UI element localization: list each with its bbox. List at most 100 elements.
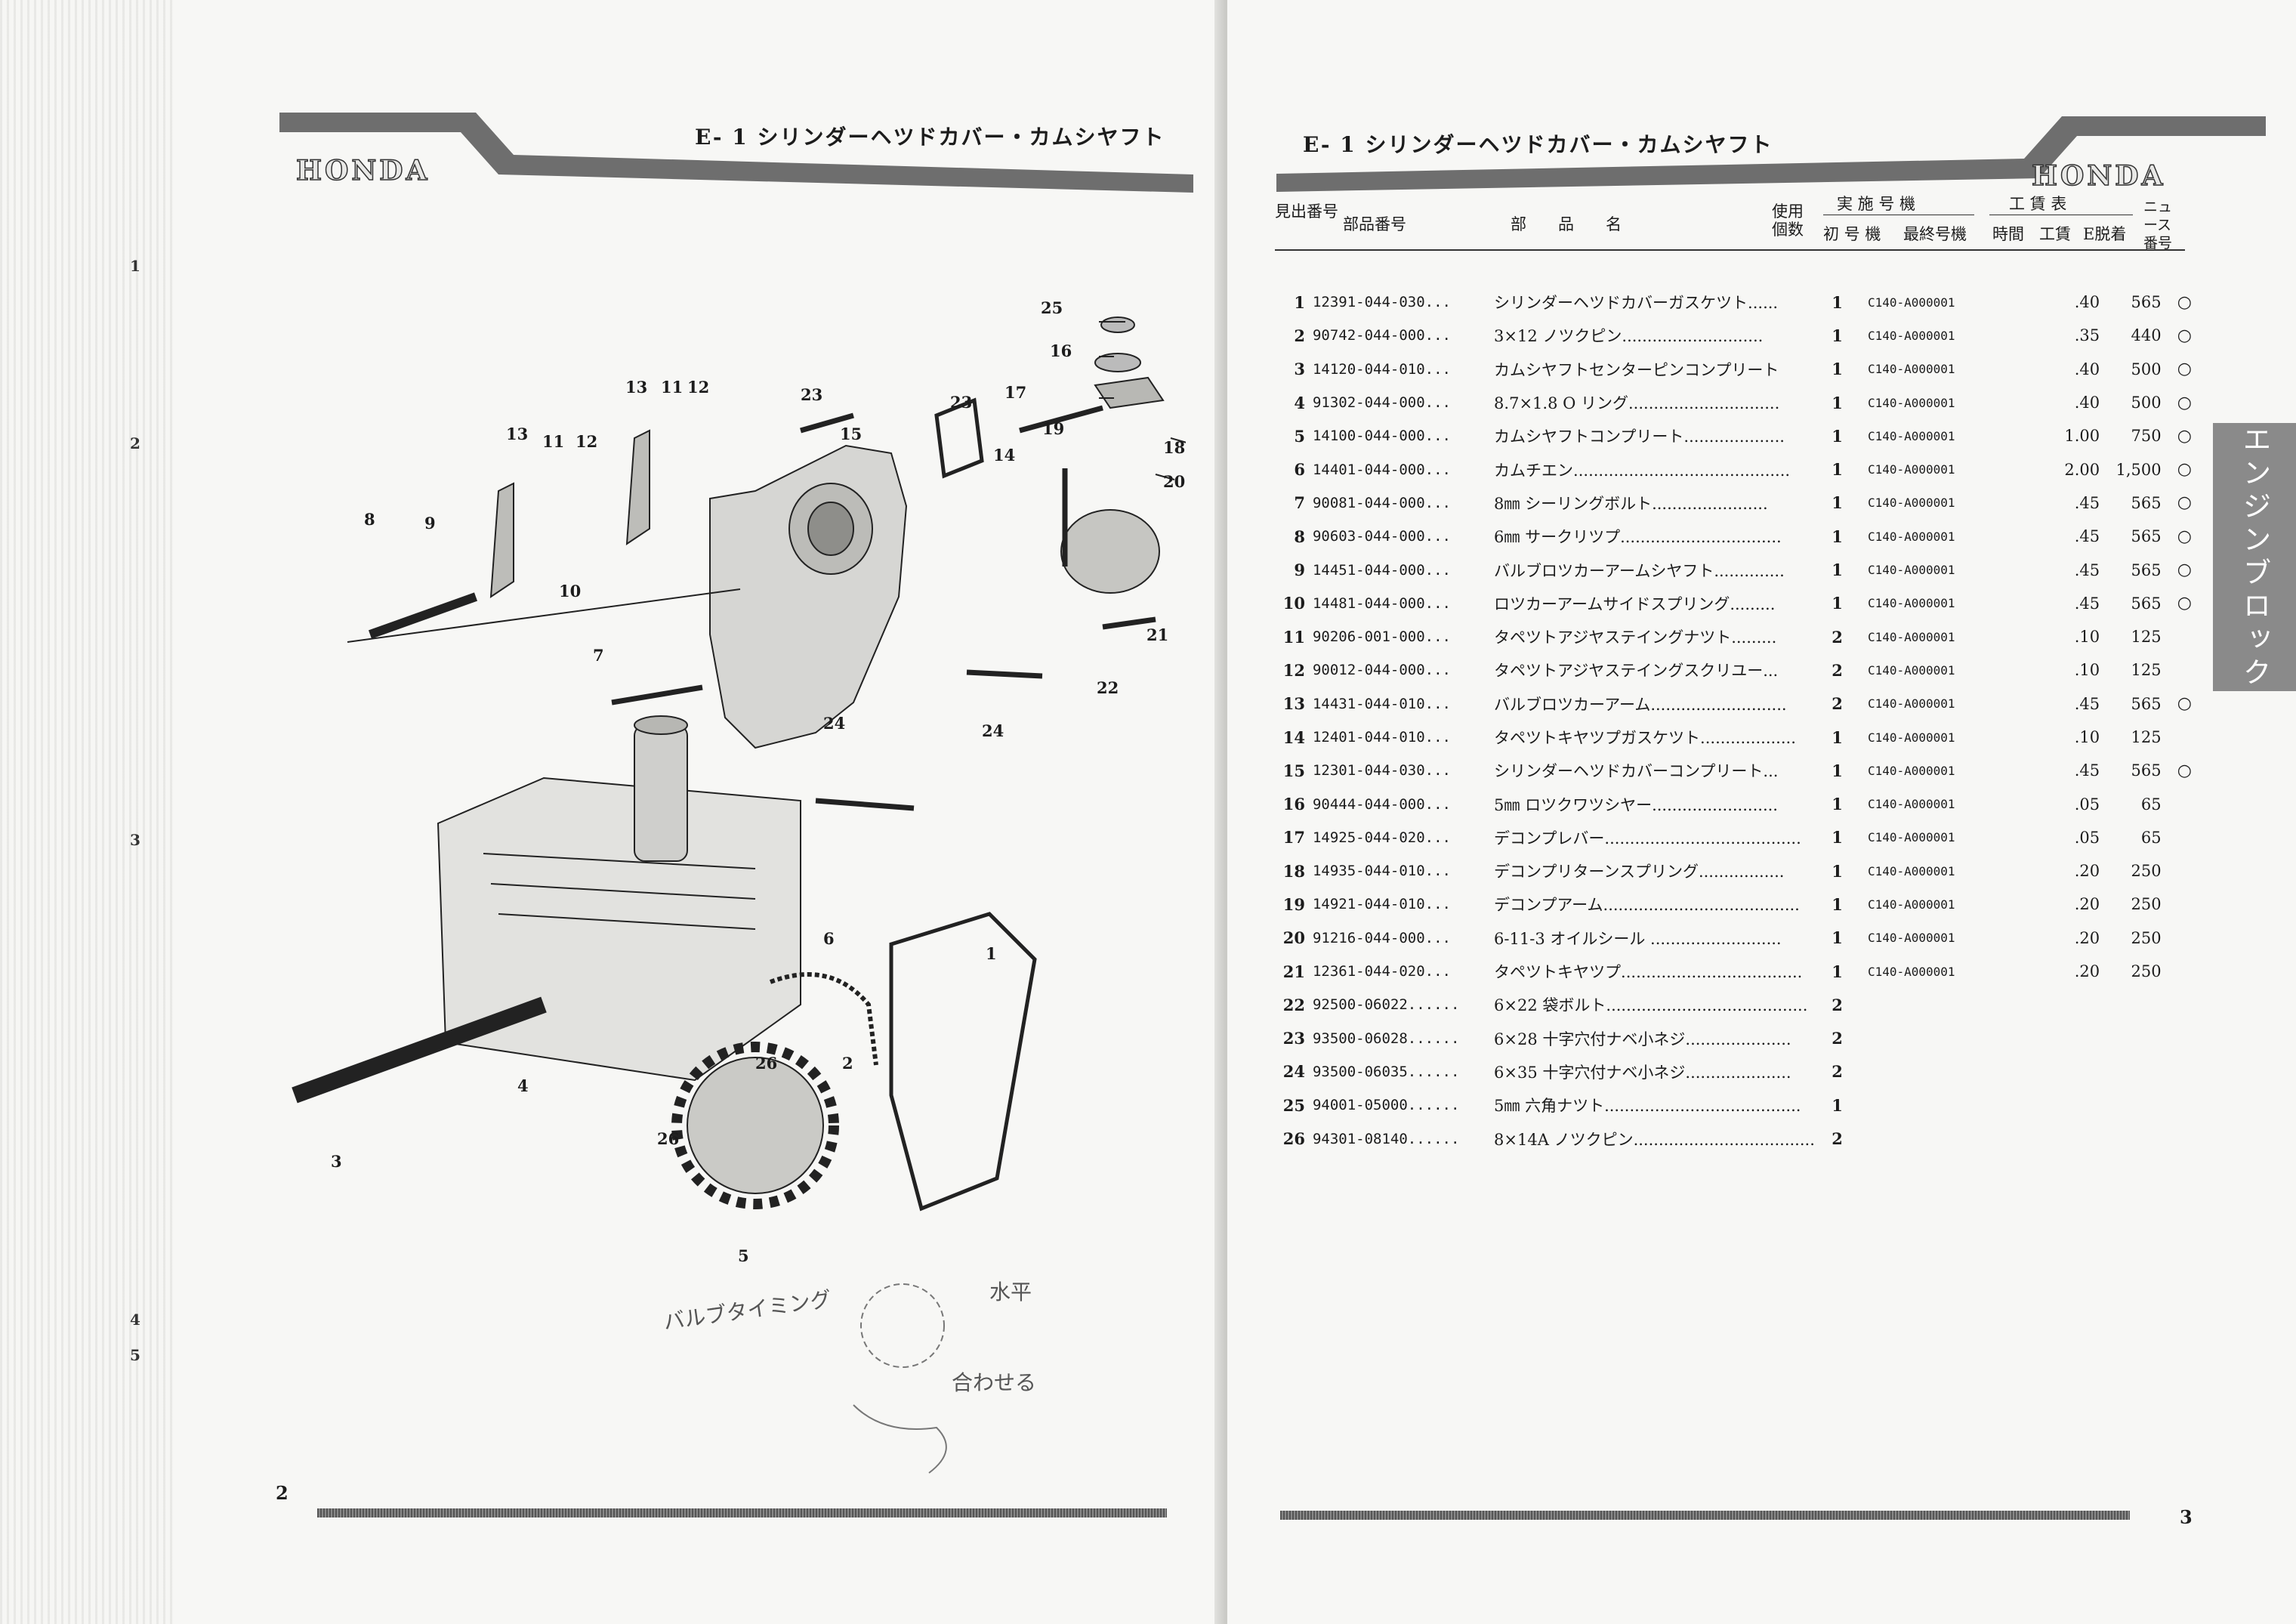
margin-number: 3 — [130, 831, 140, 849]
part-name: 6㎜ サークリツプ...............................… — [1494, 528, 1782, 547]
e-detach-mark — [2162, 721, 2208, 754]
labor-time — [2045, 1122, 2107, 1155]
first-serial: C140-A000001 — [1867, 596, 1955, 611]
callout-label: 19 — [1042, 419, 1064, 438]
labor-wage: 440 — [2131, 326, 2162, 345]
ref-number: 26 — [1282, 1129, 1305, 1149]
callout-label: 11 — [661, 378, 683, 397]
quantity: 1 — [1832, 761, 1843, 780]
part-name: デコンプアーム.................................… — [1494, 896, 1800, 915]
callout-label: 4 — [517, 1076, 529, 1095]
labor-time — [2045, 1022, 2107, 1055]
labor-wage: 565 — [2131, 560, 2162, 579]
section-tab[interactable]: エンジンブロック — [2213, 423, 2296, 691]
first-serial: C140-A000001 — [1867, 462, 1955, 477]
first-serial: C140-A000001 — [1867, 797, 1955, 812]
handwritten-note: 水平 — [989, 1280, 1032, 1304]
e-detach-mark — [2162, 1022, 2208, 1055]
column-header-part-no: 部品番号 — [1343, 215, 1406, 233]
part-name: シリンダーヘツドカバーコンプリート... — [1494, 762, 1779, 781]
part-name: カムシヤフトコンプリート.................... — [1494, 428, 1785, 446]
labor-wage: 1,500 — [2115, 460, 2162, 479]
column-header-part-name: 部 品 名 — [1511, 215, 1622, 233]
labor-wage: 500 — [2131, 360, 2162, 378]
labor-time: .40 — [2074, 394, 2100, 412]
ref-number: 5 — [1294, 426, 1305, 446]
quantity: 2 — [1832, 660, 1843, 680]
e-detach-mark — [2162, 1088, 2208, 1122]
ref-number: 6 — [1294, 460, 1305, 480]
e-detach-mark — [2162, 888, 2208, 921]
handwritten-notes: バルブタイミング 水平 合わせる — [662, 1280, 1036, 1474]
header-band — [279, 113, 1193, 193]
first-serial — [1853, 1055, 2045, 1088]
part-name: 3×12 ノツクピン............................ — [1494, 327, 1764, 346]
callout-label: 20 — [1163, 472, 1185, 491]
labor-time: .40 — [2074, 293, 2100, 312]
e-detach-mark: ○ — [2177, 360, 2192, 379]
quantity: 1 — [1832, 426, 1843, 446]
labor-time: 2.00 — [2064, 460, 2100, 479]
labor-time: .45 — [2074, 493, 2100, 512]
part-number: 12401-044-010... — [1312, 729, 1451, 746]
ref-number: 16 — [1282, 795, 1305, 814]
labor-wage: 500 — [2131, 394, 2162, 412]
labor-time: .45 — [2074, 560, 2100, 579]
e-detach-mark: ○ — [2177, 694, 2192, 714]
quantity: 2 — [1832, 1062, 1843, 1082]
callout-label: 12 — [576, 432, 597, 451]
first-serial: C140-A000001 — [1867, 696, 1955, 712]
e-detach-mark — [2162, 1122, 2208, 1155]
ref-number: 12 — [1282, 660, 1305, 680]
part-number: 91216-044-000... — [1312, 929, 1451, 946]
column-header-last-serial: 最終号機 — [1903, 225, 1967, 243]
part-number: 14120-044-010... — [1312, 360, 1451, 378]
e-detach-mark — [2162, 653, 2208, 687]
ref-number: 7 — [1294, 493, 1305, 513]
first-serial: C140-A000001 — [1867, 662, 1955, 678]
labor-time: .20 — [2074, 962, 2100, 981]
labor-time: 1.00 — [2064, 427, 2100, 446]
e-detach-mark: ○ — [2177, 393, 2192, 412]
part-number: 14925-044-020... — [1312, 829, 1451, 846]
labor-time: .05 — [2074, 828, 2100, 847]
part-name: 8.7×1.8 O リング...........................… — [1494, 394, 1780, 413]
first-serial — [1853, 1022, 2045, 1055]
ref-number: 15 — [1282, 761, 1305, 780]
labor-wage — [2107, 1055, 2162, 1088]
callout-label: 17 — [1004, 383, 1026, 402]
quantity: 2 — [1832, 1129, 1843, 1149]
footer-rule — [317, 1508, 1167, 1517]
callout-label: 16 — [1050, 341, 1072, 360]
quantity: 1 — [1832, 727, 1843, 747]
ref-number: 2 — [1294, 326, 1305, 345]
e-detach-mark: ○ — [2177, 594, 2192, 613]
first-serial: C140-A000001 — [1867, 563, 1955, 578]
labor-wage: 125 — [2131, 628, 2162, 647]
honda-logo: HONDA — [295, 154, 430, 187]
ref-number: 18 — [1282, 861, 1305, 881]
callout-label: 2 — [842, 1054, 853, 1073]
first-serial — [1853, 988, 2045, 1021]
callout-label: 5 — [738, 1246, 749, 1265]
quantity: 1 — [1832, 360, 1843, 379]
quantity: 1 — [1832, 493, 1843, 513]
part-number: 90081-044-000... — [1312, 494, 1451, 511]
first-serial — [1853, 1122, 2045, 1155]
part-name: 6×22 袋ボルト...............................… — [1494, 996, 1808, 1015]
part-name: 6-11-3 オイルシール .......................... — [1494, 929, 1782, 948]
part-name: デコンプリターンスプリング................. — [1494, 863, 1785, 881]
e-detach-mark — [2162, 854, 2208, 888]
footer-rule — [1280, 1511, 2130, 1520]
ref-number: 8 — [1294, 526, 1305, 546]
labor-time — [2045, 988, 2107, 1021]
exploded-parts-diagram: 1 2 3 4 5 6 7 8 9 10 11 12 13 11 12 13 1… — [292, 298, 1186, 1265]
